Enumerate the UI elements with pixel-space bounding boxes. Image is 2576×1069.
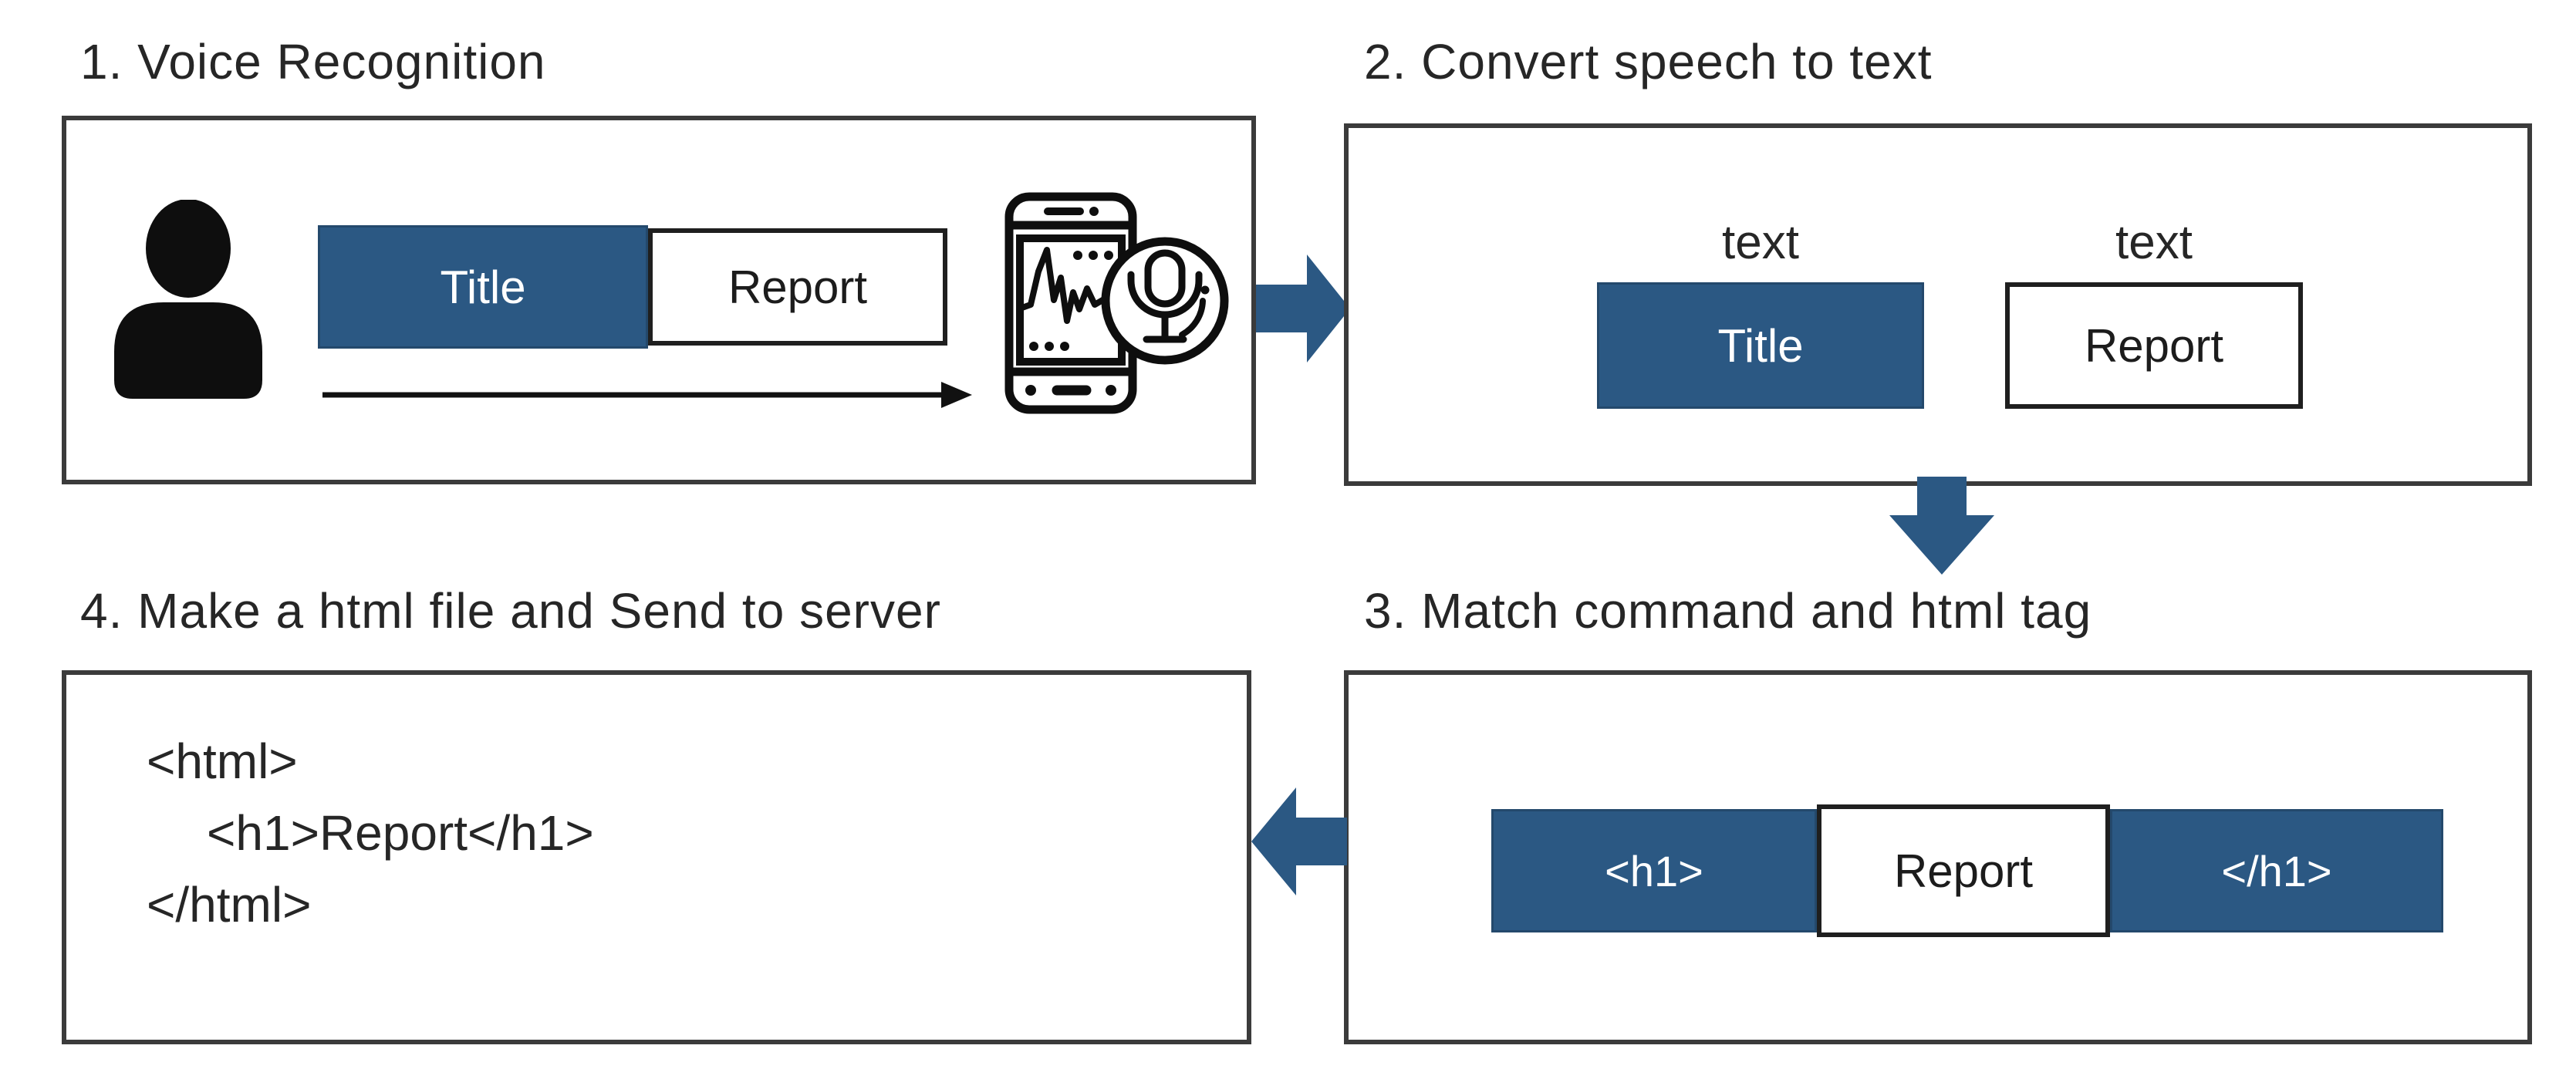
flow-arrow-left-icon <box>1251 787 1347 895</box>
smartphone-icon <box>1003 191 1234 415</box>
code-line-html-open: <html> <box>147 733 298 789</box>
spoken-command-chip: Title <box>318 225 648 349</box>
step4-panel <box>62 670 1251 1044</box>
converted-content-chip: Report <box>2005 282 2303 409</box>
speech-arrow-icon <box>321 379 972 410</box>
open-tag-chip: <h1> <box>1491 809 1817 932</box>
tag-content-label: Report <box>1893 845 2034 897</box>
close-tag-label: </h1> <box>2221 846 2332 895</box>
close-tag-chip: </h1> <box>2110 809 2443 932</box>
microphone-icon <box>1101 237 1229 365</box>
spoken-content-label: Report <box>728 261 868 313</box>
spoken-content-chip: Report <box>648 228 947 346</box>
converted-command-chip: Title <box>1597 282 1924 409</box>
converted-content-label: Report <box>2084 319 2224 372</box>
flow-arrow-right-icon <box>1256 255 1350 363</box>
text-annotation-left: text <box>1722 216 1799 269</box>
person-icon <box>114 200 262 399</box>
step2-title: 2. Convert speech to text <box>1364 34 1933 89</box>
step4-title: 4. Make a html file and Send to server <box>80 583 941 639</box>
flow-arrow-down-icon <box>1889 477 1994 575</box>
tag-content-chip: Report <box>1817 804 2110 937</box>
code-line-html-close: </html> <box>147 877 312 932</box>
step1-title: 1. Voice Recognition <box>80 34 546 89</box>
open-tag-label: <h1> <box>1605 846 1703 895</box>
code-line-h1-report: <h1>Report</h1> <box>207 805 594 861</box>
converted-command-label: Title <box>1717 319 1804 372</box>
spoken-command-label: Title <box>440 261 526 313</box>
step3-title: 3. Match command and html tag <box>1364 583 2092 639</box>
text-annotation-right: text <box>2115 216 2193 269</box>
step2-panel <box>1344 123 2532 486</box>
